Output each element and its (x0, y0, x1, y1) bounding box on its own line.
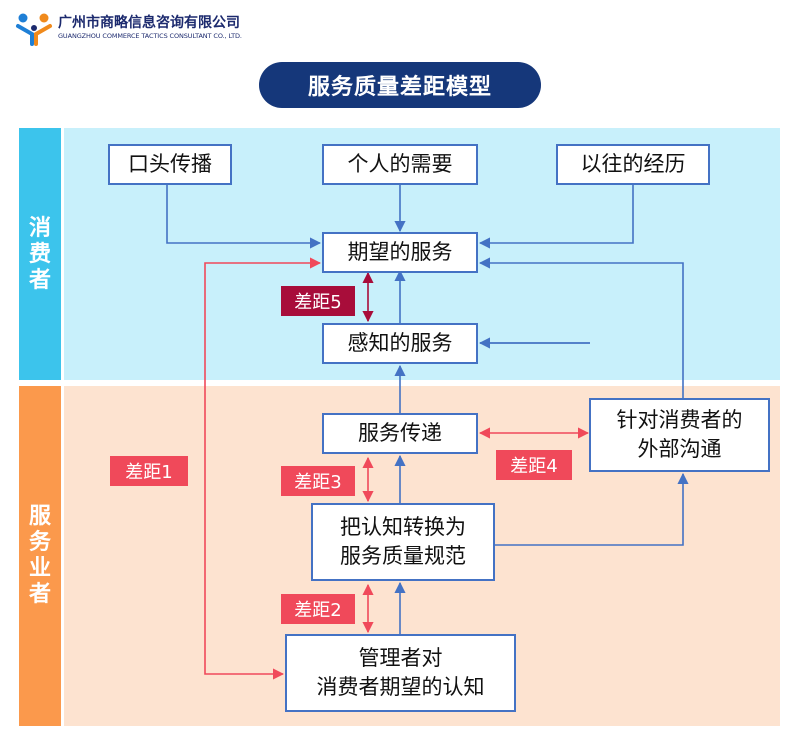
page-title: 服务质量差距模型 (259, 62, 541, 108)
management-line1: 管理者对 (358, 646, 443, 670)
gap4-label: 差距4 (496, 450, 572, 480)
arrow-extcomm-to-expected (478, 257, 684, 398)
node-word-of-mouth: 口头传播 (108, 144, 232, 185)
gap5-label: 差距5 (281, 286, 355, 316)
gap1-line (204, 257, 322, 680)
node-past-experience: 以往的经历 (556, 144, 710, 185)
consumer-zone-label: 消费者 (28, 216, 51, 293)
company-name-cn: 广州市商略信息咨询有限公司 (58, 15, 240, 31)
node-management-perception: 管理者对 消费者期望的认知 (285, 634, 516, 712)
gap2-label: 差距2 (281, 594, 355, 624)
gap1-label: 差距1 (110, 456, 188, 486)
arrow-past-to-expected (478, 184, 634, 249)
arrow-wom-to-expected (166, 184, 322, 249)
node-expected-service: 期望的服务 (322, 232, 478, 273)
provider-zone-label: 服务业者 (28, 504, 51, 607)
external-comm-line2: 外部沟通 (637, 437, 722, 461)
node-quality-spec: 把认知转换为 服务质量规范 (311, 503, 495, 581)
arrow-spec-to-extcomm (495, 472, 689, 546)
quality-spec-line1: 把认知转换为 (340, 515, 466, 539)
node-perceived-service: 感知的服务 (322, 323, 478, 364)
management-line2: 消费者期望的认知 (316, 675, 485, 699)
node-service-delivery: 服务传递 (322, 413, 478, 454)
quality-spec-line2: 服务质量规范 (340, 544, 466, 568)
provider-side-band: 服务业者 (19, 386, 61, 726)
consumer-side-band: 消费者 (19, 128, 61, 380)
logo-icon (16, 13, 52, 46)
company-logo (14, 10, 54, 46)
gap3-label: 差距3 (281, 466, 355, 496)
node-external-communication: 针对消费者的 外部沟通 (589, 398, 770, 472)
company-name-en: GUANGZHOU COMMERCE TACTICS CONSULTANT CO… (58, 32, 242, 40)
node-personal-needs: 个人的需要 (322, 144, 478, 185)
external-comm-line1: 针对消费者的 (616, 408, 743, 432)
